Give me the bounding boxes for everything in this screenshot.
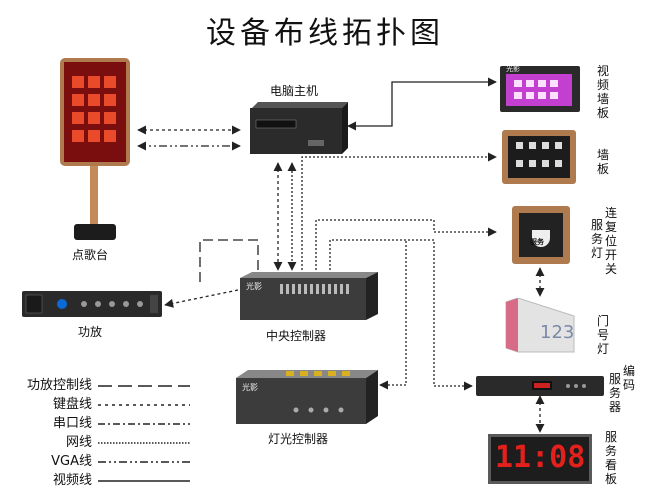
legend-label: 网线 <box>65 435 92 450</box>
central-controller-label: 中央控制器 <box>266 329 327 343</box>
video-panel-label: 视频墙板 <box>596 64 609 120</box>
diagram-title: 设备布线拓扑图 <box>206 16 444 51</box>
amp-illustration <box>22 291 162 317</box>
kiosk-label: 点歌台 <box>72 248 109 262</box>
service-light-label-col2: 服务灯 <box>590 218 603 260</box>
light-controller-label: 灯光控制器 <box>268 432 329 446</box>
wire-light-central <box>379 240 407 390</box>
light-brand-text: 光影 <box>242 383 258 392</box>
cup-icon <box>532 230 550 247</box>
amp-device <box>22 291 162 323</box>
encoder-label-col2: 服务器 <box>608 372 621 414</box>
wire-pc-video-panel <box>347 77 497 131</box>
kiosk-illustration <box>60 58 130 240</box>
pc-device <box>246 100 350 162</box>
door-light-illustration <box>505 297 575 353</box>
legend-row-video: 视频线 <box>14 473 190 489</box>
central-brand-text: 光影 <box>246 282 262 291</box>
legend-row-vga: VGA线 <box>14 454 190 470</box>
central-controller-device <box>240 270 380 326</box>
encoder-device <box>476 376 604 402</box>
encoder-label-col1: 编码 <box>622 364 635 392</box>
service-board-device <box>488 434 592 484</box>
door-light-device <box>502 297 582 358</box>
kiosk-device <box>50 56 140 246</box>
legend-label: 串口线 <box>52 416 92 431</box>
wire-central-wall-panel <box>301 152 497 270</box>
wire-central-service-light <box>315 219 497 270</box>
legend-swatch-dash-dot <box>98 422 190 425</box>
wall-panel-illustration <box>502 130 576 184</box>
door-number-text: 123 <box>540 322 575 343</box>
video-panel-illustration <box>500 66 580 112</box>
light-controller-illustration <box>236 370 378 424</box>
service-light-label-col1: 连复位 <box>604 206 617 248</box>
service-light-illustration <box>512 206 570 264</box>
service-badge-text: 服务 <box>530 238 544 246</box>
wall-panel-label: 墙板 <box>596 148 609 176</box>
wall-panel-device <box>502 130 576 188</box>
encoder-illustration <box>476 376 604 396</box>
legend-swatch-fine-dot <box>98 441 190 444</box>
service-light-label-col3: 开关 <box>604 248 617 276</box>
light-controller-device <box>236 368 380 430</box>
legend-swatch-solid <box>98 479 190 482</box>
clock-display-text: 11:08 <box>495 440 586 475</box>
legend-row-amp-control: 功放控制线 <box>14 378 190 394</box>
service-board-label: 服务看板 <box>604 430 617 486</box>
legend-row-network: 网线 <box>14 435 190 451</box>
legend-label: 键盘线 <box>52 397 92 412</box>
video-panel-device <box>500 66 580 116</box>
video-brand-text: 光影 <box>506 65 520 73</box>
legend-label: VGA线 <box>51 454 92 469</box>
pc-illustration <box>250 102 348 154</box>
wire-central-amp-control <box>199 239 259 285</box>
legend-label: 功放控制线 <box>26 378 92 393</box>
service-light-device <box>512 206 570 268</box>
legend-row-keyboard: 键盘线 <box>14 397 190 413</box>
wire-central-amp-return <box>164 289 239 308</box>
legend-swatch-dot <box>98 403 190 406</box>
wire-central-encoder <box>329 239 473 391</box>
legend-swatch-dash-dot-dot <box>98 460 190 463</box>
pc-label: 电脑主机 <box>270 84 319 98</box>
legend-label: 视频线 <box>52 473 92 488</box>
amp-label: 功放 <box>78 325 103 339</box>
legend-row-serial: 串口线 <box>14 416 190 432</box>
door-light-label: 门号灯 <box>596 314 609 356</box>
central-controller-illustration <box>240 272 378 320</box>
legend-swatch-long-dash <box>98 384 190 387</box>
